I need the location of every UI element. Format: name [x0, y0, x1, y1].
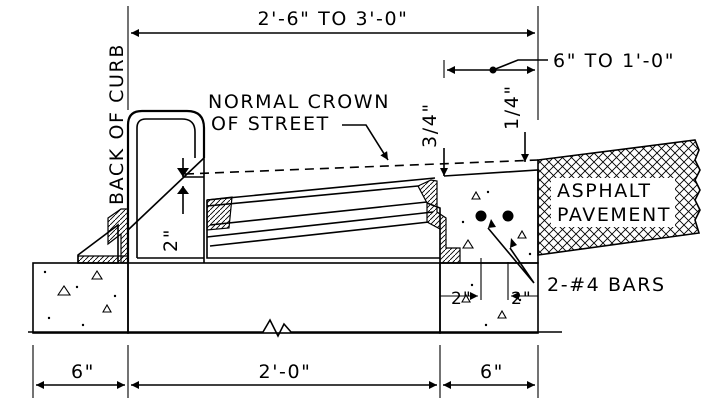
slope-a-label: 3/4" — [419, 102, 441, 148]
slope-b-label: 1/4" — [501, 84, 523, 130]
curb — [126, 109, 206, 263]
crown-label-line2: OF STREET — [211, 113, 330, 135]
bottom-left-dim-label: 6" — [71, 361, 95, 383]
back-of-curb-label: BACK OF CURB — [106, 43, 128, 205]
gutter-drop-label: 2" — [160, 228, 182, 252]
asphalt-pavement — [537, 139, 701, 256]
bottom-right-dim-label: 6" — [480, 361, 504, 383]
asphalt-label-line2: PAVEMENT — [557, 204, 671, 226]
rebar-1 — [475, 210, 487, 222]
crown-label-line1: NORMAL CROWN — [208, 91, 390, 113]
bar-cover-right-label: 2" — [511, 289, 532, 309]
top-width-label: 2'-6" TO 3'-0" — [257, 8, 408, 30]
bars-label: 2-#4 BARS — [547, 274, 666, 296]
ground-line — [28, 318, 562, 338]
crown-dashed-line — [184, 159, 539, 175]
right-offset-label: 6" TO 1'-0" — [553, 50, 675, 72]
gutter-grate — [206, 177, 461, 264]
asphalt-label-line1: ASPHALT — [557, 180, 652, 202]
left-toe-hatch — [77, 208, 129, 264]
rebar-2 — [502, 210, 514, 222]
bar-cover-left-label: 2" — [451, 289, 472, 309]
bottom-middle-dim-label: 2'-0" — [259, 361, 312, 383]
dimension-lines — [32, 6, 548, 398]
